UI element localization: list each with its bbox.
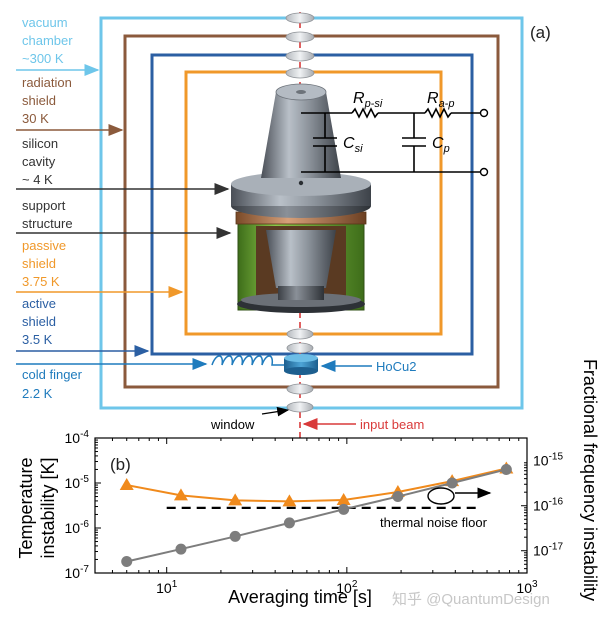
svg-text:3.75 K: 3.75 K	[22, 274, 60, 289]
vacuum-chamber-label: vacuum chamber ~300 K	[22, 15, 73, 66]
y-axis-left-title-1: Temperature	[16, 457, 36, 558]
window-stack-top	[285, 12, 315, 79]
svg-text:cold finger: cold finger	[22, 367, 83, 382]
y-right-tick-label: 10-16	[533, 497, 563, 514]
circle-point	[229, 530, 241, 542]
circle-point	[338, 503, 350, 515]
y-axis-left-title-2: instability [K]	[38, 457, 58, 558]
y-tick-label: 10-7	[65, 564, 90, 581]
svg-text:3.5 K: 3.5 K	[22, 332, 53, 347]
window-label: window	[210, 417, 255, 432]
series-line-triangle	[126, 467, 507, 503]
triangle-point	[228, 493, 243, 506]
input-beam-label: input beam	[360, 417, 424, 432]
svg-text:active: active	[22, 296, 56, 311]
svg-text:support: support	[22, 198, 66, 213]
watermark: 知乎 @QuantumDesign	[392, 591, 550, 608]
passive-shield-label: passive shield 3.75 K	[22, 238, 66, 289]
terminal-top	[479, 108, 489, 118]
window-arrow	[261, 406, 290, 417]
y-tick-label: 10-4	[65, 429, 90, 446]
svg-text:vacuum: vacuum	[22, 15, 68, 30]
c-si-label: Csi	[343, 135, 363, 155]
window-stack-bottom	[286, 328, 314, 413]
svg-text:cavity: cavity	[22, 154, 56, 169]
circle-point	[175, 543, 187, 555]
noise-floor-label: thermal noise floor	[380, 515, 488, 530]
hocu2-label: HoCu2	[376, 359, 416, 374]
thermal-circuit	[301, 107, 481, 173]
circle-point	[446, 477, 458, 489]
y-tick-label: 10-5	[65, 474, 90, 491]
y-right-tick-label: 10-15	[533, 452, 563, 469]
axis-ticks: 101 102 103 10-7 10-6 10-5 10-4 10-17 10-16 10-15	[65, 429, 564, 596]
triangle-point	[336, 492, 351, 505]
noise-floor-oval	[427, 487, 455, 505]
svg-text:shield: shield	[22, 314, 56, 329]
series-layer	[119, 461, 514, 568]
r-ap-label: Ra-p	[427, 90, 454, 110]
svg-text:~300 K: ~300 K	[22, 51, 64, 66]
svg-text:structure: structure	[22, 216, 73, 231]
y-axis-right-title: Fractional frequency instability	[580, 359, 600, 601]
y-right-tick-label: 10-17	[533, 542, 563, 559]
cavity-illustration	[231, 83, 371, 313]
plot-frame	[94, 437, 528, 574]
svg-text:2.2 K: 2.2 K	[22, 386, 53, 401]
panel-a-tag: (a)	[530, 23, 551, 42]
svg-text:shield: shield	[22, 93, 56, 108]
x-axis-title: Averaging time [s]	[228, 587, 372, 607]
circle-point	[283, 517, 295, 529]
silicon-cavity-label: silicon cavity ~ 4 K	[22, 136, 58, 187]
circle-point	[121, 556, 133, 568]
r-psi-label: Rp-si	[353, 90, 383, 110]
panel-a: Rp-si Ra-p Csi Cp (a) vacuum chamber ~30…	[16, 12, 551, 438]
svg-text:30 K: 30 K	[22, 111, 49, 126]
x-tick-label: 102	[336, 579, 358, 596]
x-tick-label: 101	[156, 579, 178, 596]
coil	[211, 355, 284, 366]
c-p-label: Cp	[432, 135, 450, 155]
x-tick-label: 103	[516, 579, 538, 596]
hocu2-puck	[284, 354, 318, 375]
svg-text:~ 4 K: ~ 4 K	[22, 172, 53, 187]
radiation-shield-label: radiation shield 30 K	[22, 75, 72, 126]
panel-b-tag: (b)	[110, 455, 131, 474]
active-shield-label: active shield 3.5 K	[22, 296, 56, 347]
triangle-point	[282, 494, 297, 507]
circle-point	[500, 463, 512, 475]
svg-text:radiation: radiation	[22, 75, 72, 90]
terminal-bottom	[479, 167, 489, 177]
svg-text:passive: passive	[22, 238, 66, 253]
svg-text:chamber: chamber	[22, 33, 73, 48]
svg-text:silicon: silicon	[22, 136, 58, 151]
cold-finger-label: cold finger 2.2 K	[22, 367, 83, 401]
series-line-circle	[126, 468, 507, 563]
circle-point	[392, 491, 404, 503]
support-structure-label: support structure	[22, 198, 73, 231]
triangle-point	[119, 478, 134, 491]
y-tick-label: 10-6	[65, 519, 90, 536]
triangle-point	[173, 488, 188, 501]
svg-text:shield: shield	[22, 256, 56, 271]
